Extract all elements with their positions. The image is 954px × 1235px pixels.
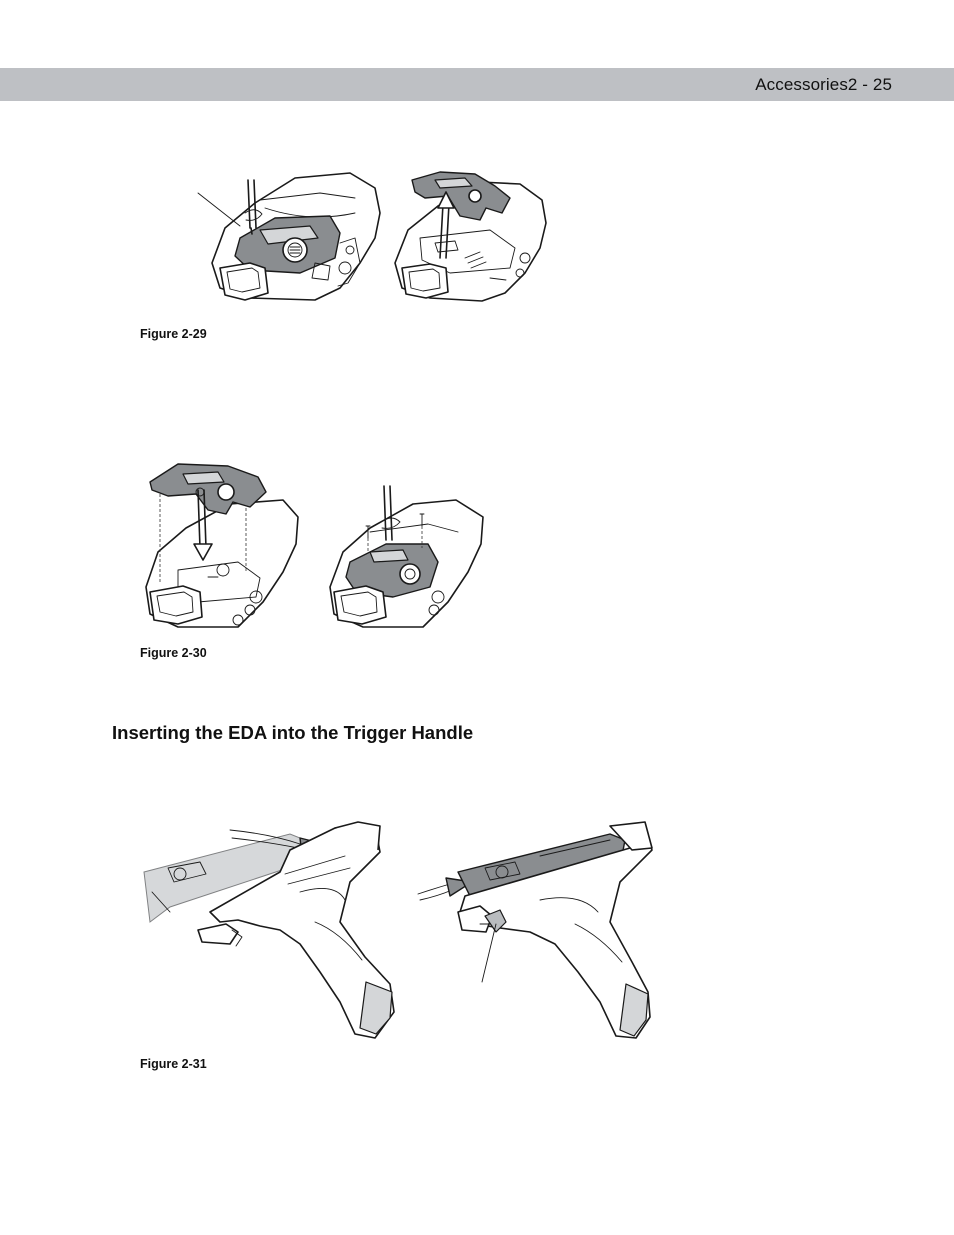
figure-2-31-illustration [140,812,660,1044]
section-heading: Inserting the EDA into the Trigger Handl… [112,722,474,743]
trigger-handle-right-seated [417,821,653,1039]
figure-2-29-caption: Figure 2-29 [140,327,207,341]
figure-2-29-illustration [190,168,560,323]
figure-2-31-caption: Figure 2-31 [140,1057,207,1071]
figure-2-30-caption: Figure 2-30 [140,646,207,660]
eda-device-left-bracket-lowered [145,463,299,628]
eda-device-left-screwdriver [197,172,381,301]
figure-2-30-drawing [145,463,484,628]
figure-2-31-drawing [143,821,653,1039]
figure-2-30-illustration [138,452,498,634]
eda-device-right-screws-installed [329,485,484,628]
eda-device-right-bracket-lifted [394,171,547,302]
trigger-handle-left-insertion [143,821,395,1039]
page-header-bar: Accessories2 - 25 [0,68,954,101]
figure-2-29-drawing [197,171,547,302]
page-header-title: Accessories2 - 25 [755,75,892,94]
